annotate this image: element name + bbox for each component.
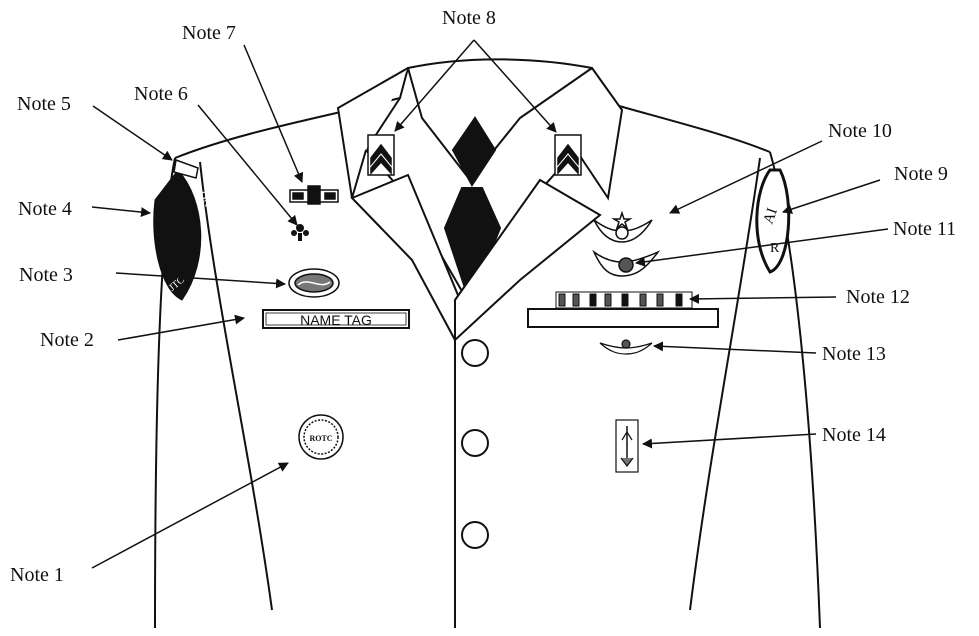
right-shoulder-patch: AI R (757, 170, 789, 272)
jacket-button-3 (462, 522, 488, 548)
note-12-label: Note 12 (846, 286, 910, 309)
note-14-label: Note 14 (822, 424, 886, 447)
note-4-label: Note 4 (18, 198, 72, 221)
arrow-note10 (670, 141, 822, 213)
note-13-label: Note 13 (822, 343, 886, 366)
rotc-insignia-note1: ROTC (299, 415, 343, 459)
badge-note7 (290, 186, 338, 204)
arrow-note4 (92, 207, 150, 213)
note-10-label: Note 10 (828, 120, 892, 143)
jacket-button-1 (462, 340, 488, 366)
note-7-label: Note 7 (182, 22, 236, 45)
insignia-text: ROTC (309, 434, 332, 443)
badge-note14 (616, 420, 638, 472)
collar-insignia-right (555, 135, 581, 175)
arrow-note12 (690, 297, 836, 299)
note-8-label: Note 8 (442, 7, 496, 30)
note-6-label: Note 6 (134, 83, 188, 106)
name-tag: NAME TAG (263, 310, 409, 328)
collar-insignia-left (368, 135, 394, 175)
arrow-note7 (244, 45, 302, 182)
ribbon-bar (556, 292, 692, 308)
note-5-label: Note 5 (17, 93, 71, 116)
wings-note11 (594, 252, 658, 276)
note-3-label: Note 3 (19, 264, 73, 287)
arrow-note3 (116, 273, 285, 284)
arrow-note14 (643, 434, 816, 444)
arrow-note5 (93, 106, 172, 160)
note-9-label: Note 9 (894, 163, 948, 186)
note-11-label: Note 11 (893, 218, 956, 241)
pocket-flap (528, 309, 718, 327)
arrow-note13 (654, 346, 816, 353)
arrow-note1 (92, 463, 288, 568)
wings-note13 (600, 340, 652, 354)
jacket-button-2 (462, 430, 488, 456)
wings-note10 (594, 213, 652, 242)
note-1-label: Note 1 (10, 564, 64, 587)
note-2-label: Note 2 (40, 329, 94, 352)
badge-note3 (289, 269, 339, 297)
arrow-note9 (783, 180, 880, 212)
pin-note6 (291, 224, 309, 241)
name-tag-text: NAME TAG (300, 312, 372, 328)
